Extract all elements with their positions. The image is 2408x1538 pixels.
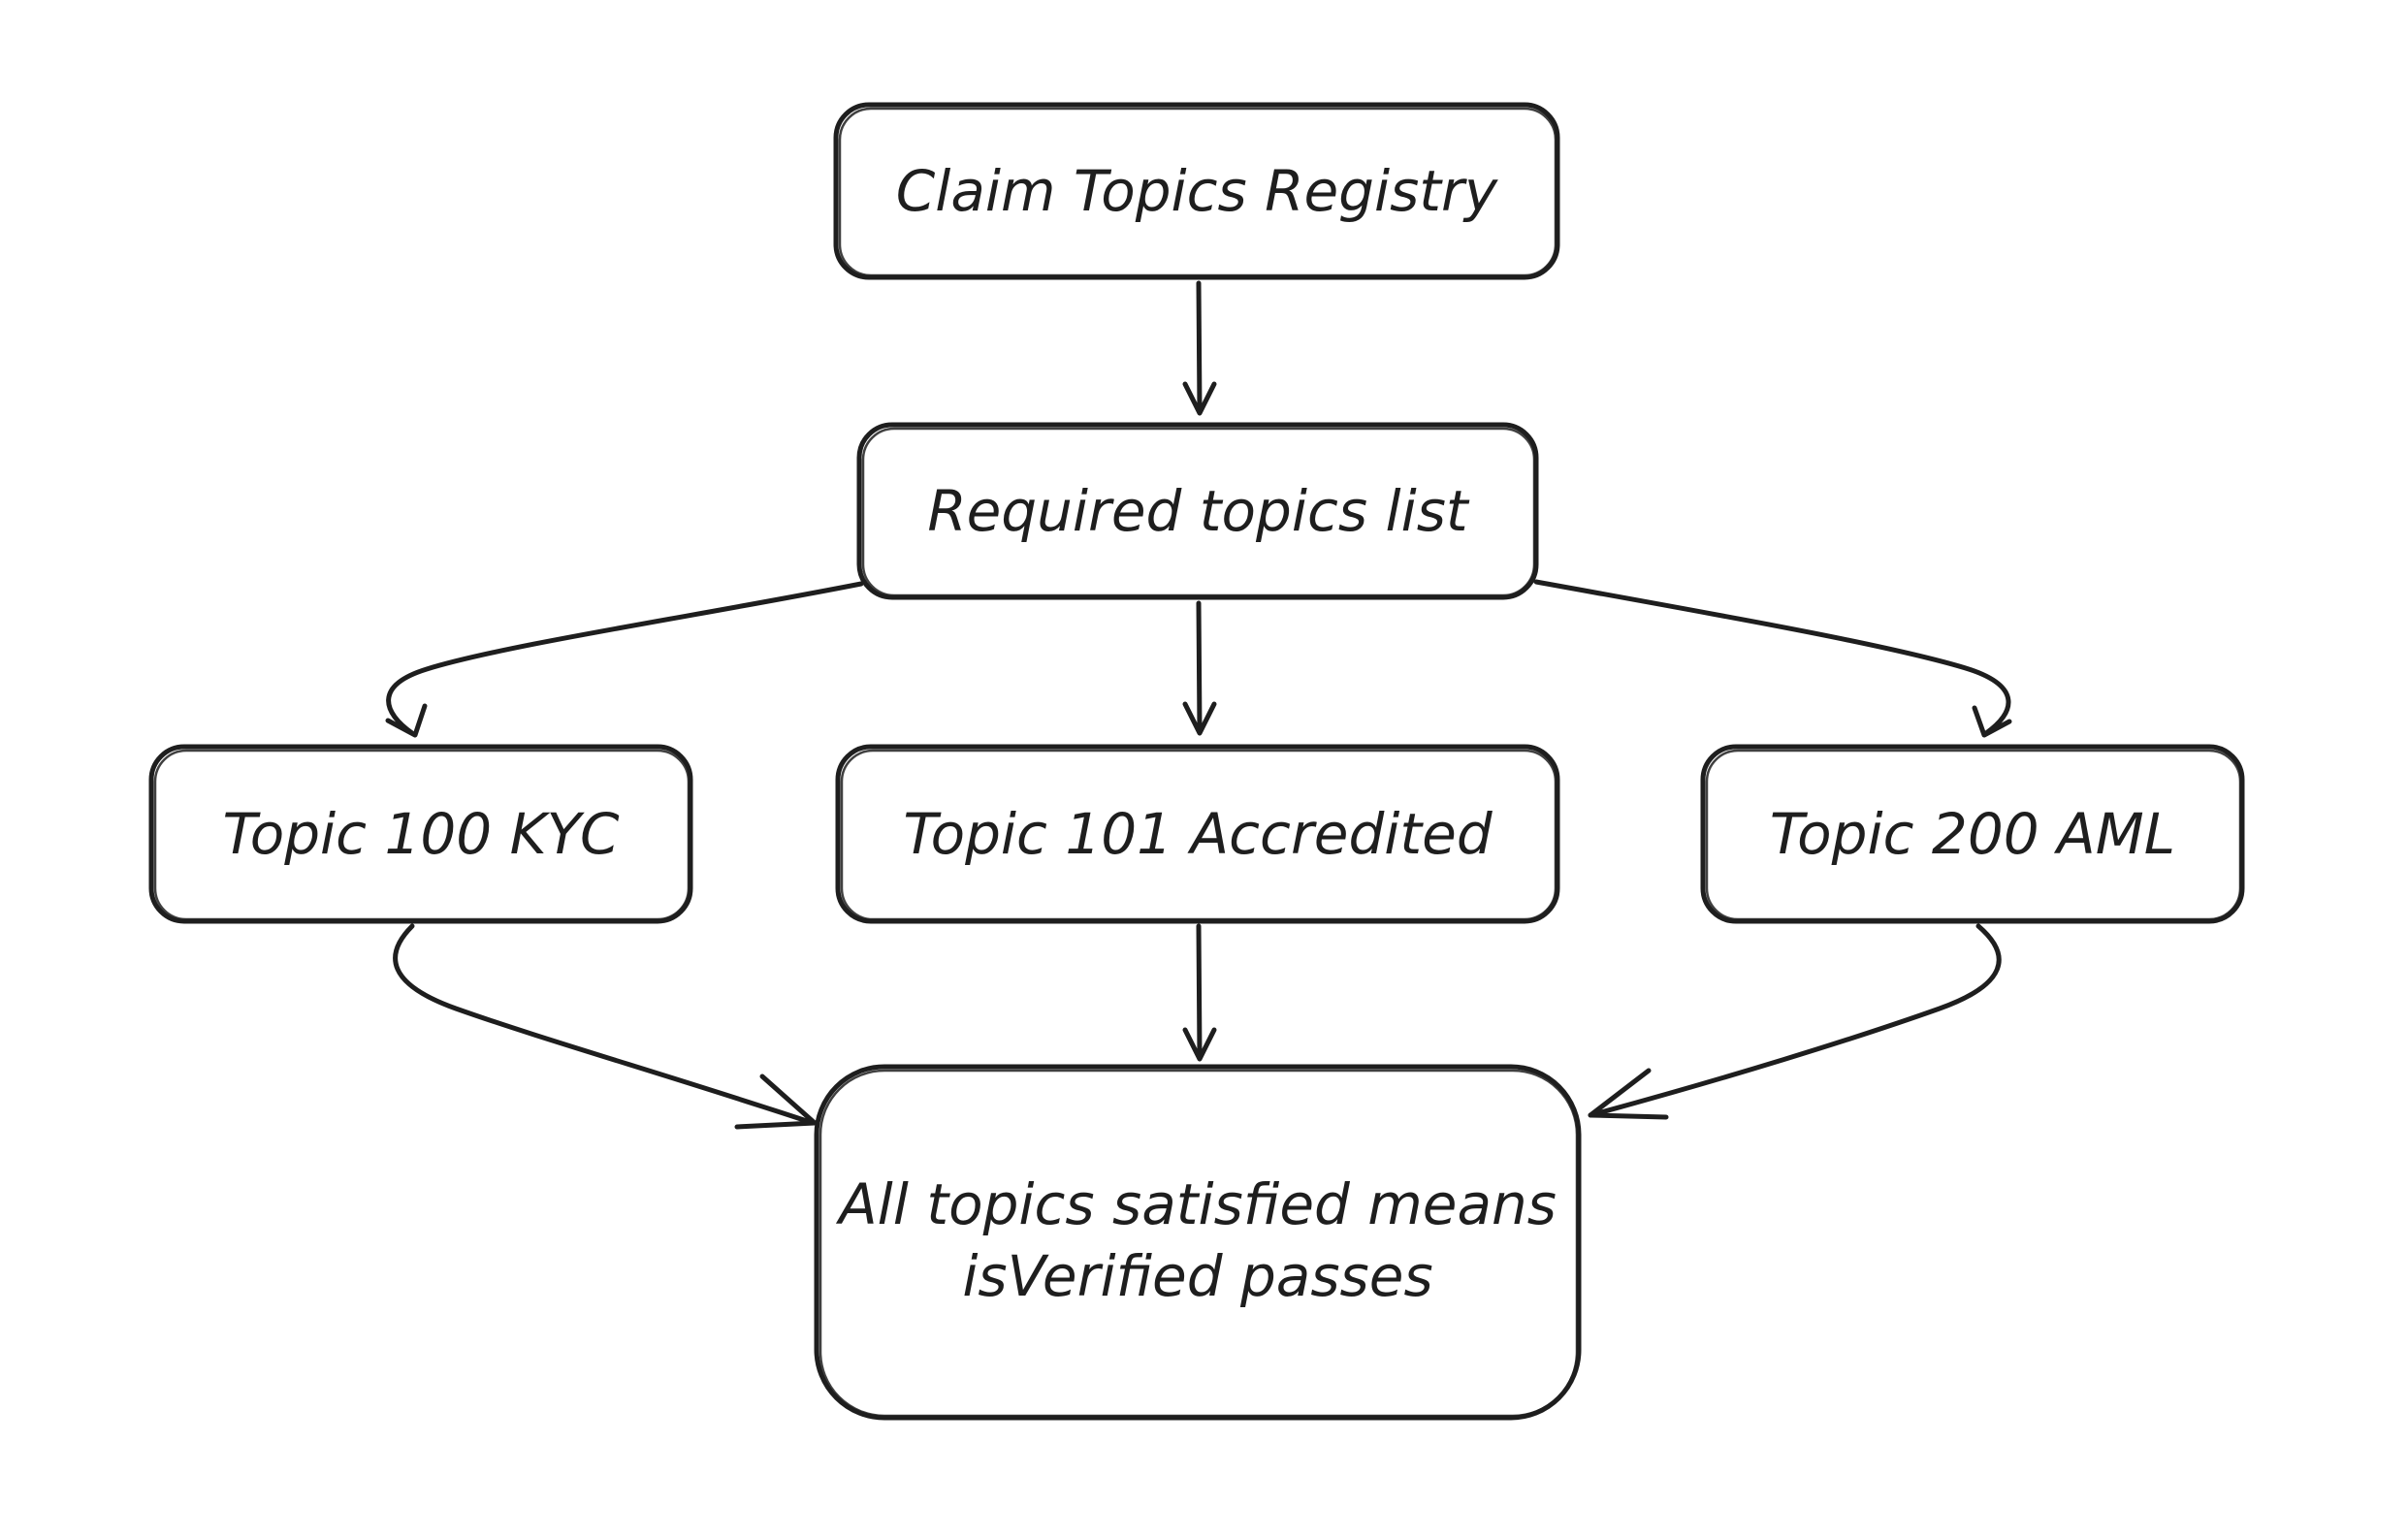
edge-required-to-topic101 (1182, 600, 1217, 736)
node-label: Claim Topics Registry (896, 158, 1498, 224)
node-topic-200-aml[interactable]: Topic 200 AML (1700, 744, 2245, 924)
node-required-topics-list[interactable]: Required topics list (856, 422, 1539, 600)
node-label: Required topics list (927, 478, 1470, 544)
edge-topic101-to-result (1182, 923, 1217, 1062)
edge-required-to-topic200 (1533, 579, 2012, 738)
node-claim-topics-registry[interactable]: Claim Topics Registry (833, 102, 1560, 280)
edge-registry-to-required (1182, 280, 1217, 416)
node-all-topics-satisfied[interactable]: All topics satisfied means isVerified pa… (814, 1064, 1582, 1421)
edge-topic100-to-result (393, 923, 818, 1130)
node-label: Topic 100 KYC (222, 801, 620, 867)
edges (385, 280, 2012, 1130)
edge-required-to-topic100 (385, 581, 864, 738)
node-label-line-2: isVerified passes (962, 1243, 1432, 1309)
node-label-line-1: All topics satisfied means (835, 1171, 1557, 1237)
node-topic-100-kyc[interactable]: Topic 100 KYC (148, 744, 693, 924)
edge-topic200-to-result (1588, 923, 2002, 1120)
node-label: Topic 200 AML (1770, 801, 2175, 867)
node-topic-101-accredited[interactable]: Topic 101 Accredited (835, 744, 1560, 924)
node-label: Topic 101 Accredited (903, 801, 1493, 867)
